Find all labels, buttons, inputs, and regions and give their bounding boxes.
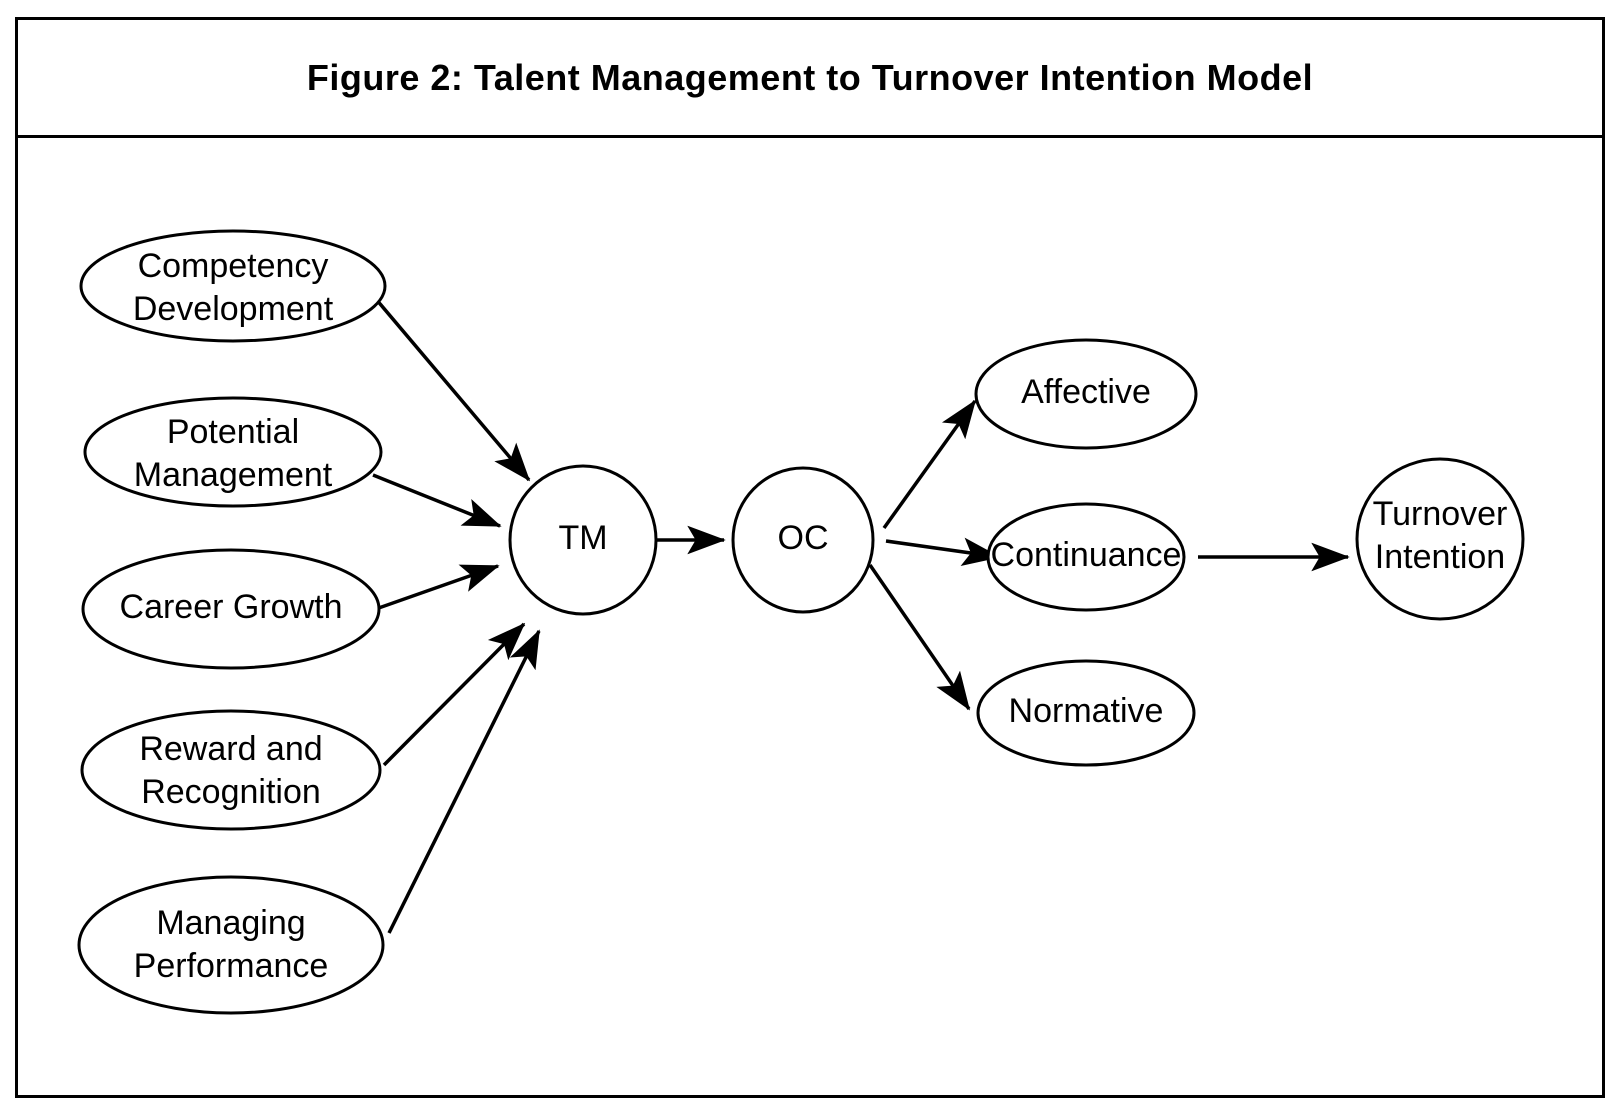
node-label-tm: TM (558, 519, 607, 557)
node-label-turnover-intention-line1: Turnover (1373, 495, 1508, 533)
node-label-competency-development-line1: Competency (138, 247, 329, 285)
node-label-competency-development-line2: Development (133, 290, 334, 328)
node-label-reward-and-recognition-line2: Recognition (141, 773, 321, 811)
node-shape-tm[interactable] (508, 464, 658, 616)
edge-competency-development-to-tm (368, 290, 531, 482)
node-label-reward-and-recognition-line1: Reward and (139, 730, 322, 768)
node-label-career-growth-line1: Career Growth (120, 588, 343, 626)
node-turnover-intention[interactable]: Turnover Intention (1355, 457, 1525, 621)
edge-oc-to-affective (882, 399, 977, 530)
node-label-turnover-intention-line2: Intention (1375, 538, 1505, 576)
node-normative[interactable]: Normative (976, 659, 1196, 767)
node-shape-continuance[interactable] (986, 502, 1186, 612)
node-shape-reward-and-recognition[interactable] (80, 709, 382, 831)
node-continuance[interactable]: Continuance (986, 502, 1186, 612)
node-label-managing-performance-line2: Performance (134, 947, 329, 985)
node-shape-affective[interactable] (974, 338, 1198, 450)
node-shape-competency-development[interactable] (79, 229, 387, 343)
figure-frame: Figure 2: Talent Management to Turnover … (15, 17, 1605, 1098)
edge-oc-to-continuance (885, 537, 1001, 567)
node-tm[interactable]: TM (508, 464, 658, 616)
node-career-growth[interactable]: Career Growth (81, 548, 381, 670)
edge-oc-to-normative (868, 564, 971, 711)
figure-header: Figure 2: Talent Management to Turnover … (18, 20, 1602, 138)
node-potential-management[interactable]: Potential Management (83, 396, 383, 508)
node-shape-oc[interactable] (731, 466, 875, 614)
node-label-potential-management-line2: Management (134, 456, 333, 494)
edge-potential-management-to-tm (372, 473, 502, 528)
figure-title: Figure 2: Talent Management to Turnover … (306, 56, 1314, 98)
node-label-managing-performance-line1: Managing (156, 904, 305, 942)
edge-managing-performance-to-tm (387, 629, 541, 934)
node-label-potential-management-line1: Potential (167, 413, 299, 451)
node-oc[interactable]: OC (731, 466, 875, 614)
node-label-normative: Normative (1009, 692, 1164, 730)
node-managing-performance[interactable]: Managing Performance (77, 875, 385, 1015)
node-shape-potential-management[interactable] (83, 396, 383, 508)
path-model-diagram: Competency Development Potential Managem… (77, 229, 1525, 1015)
node-affective[interactable]: Affective (974, 338, 1198, 450)
node-competency-development[interactable]: Competency Development (79, 229, 387, 343)
edge-career-growth-to-tm (372, 564, 500, 612)
edge-reward-and-recognition-to-tm (382, 622, 526, 767)
node-shape-normative[interactable] (976, 659, 1196, 767)
node-shape-turnover-intention[interactable] (1355, 457, 1525, 621)
node-reward-and-recognition[interactable]: Reward and Recognition (80, 709, 382, 831)
diagram-canvas: Competency Development Potential Managem… (18, 138, 1602, 1095)
node-label-continuance: Continuance (991, 536, 1182, 574)
edges-layer (368, 290, 1350, 934)
node-shape-managing-performance[interactable] (77, 875, 385, 1015)
node-label-affective: Affective (1021, 373, 1151, 411)
node-label-oc: OC (778, 519, 829, 557)
node-shape-career-growth[interactable] (81, 548, 381, 670)
